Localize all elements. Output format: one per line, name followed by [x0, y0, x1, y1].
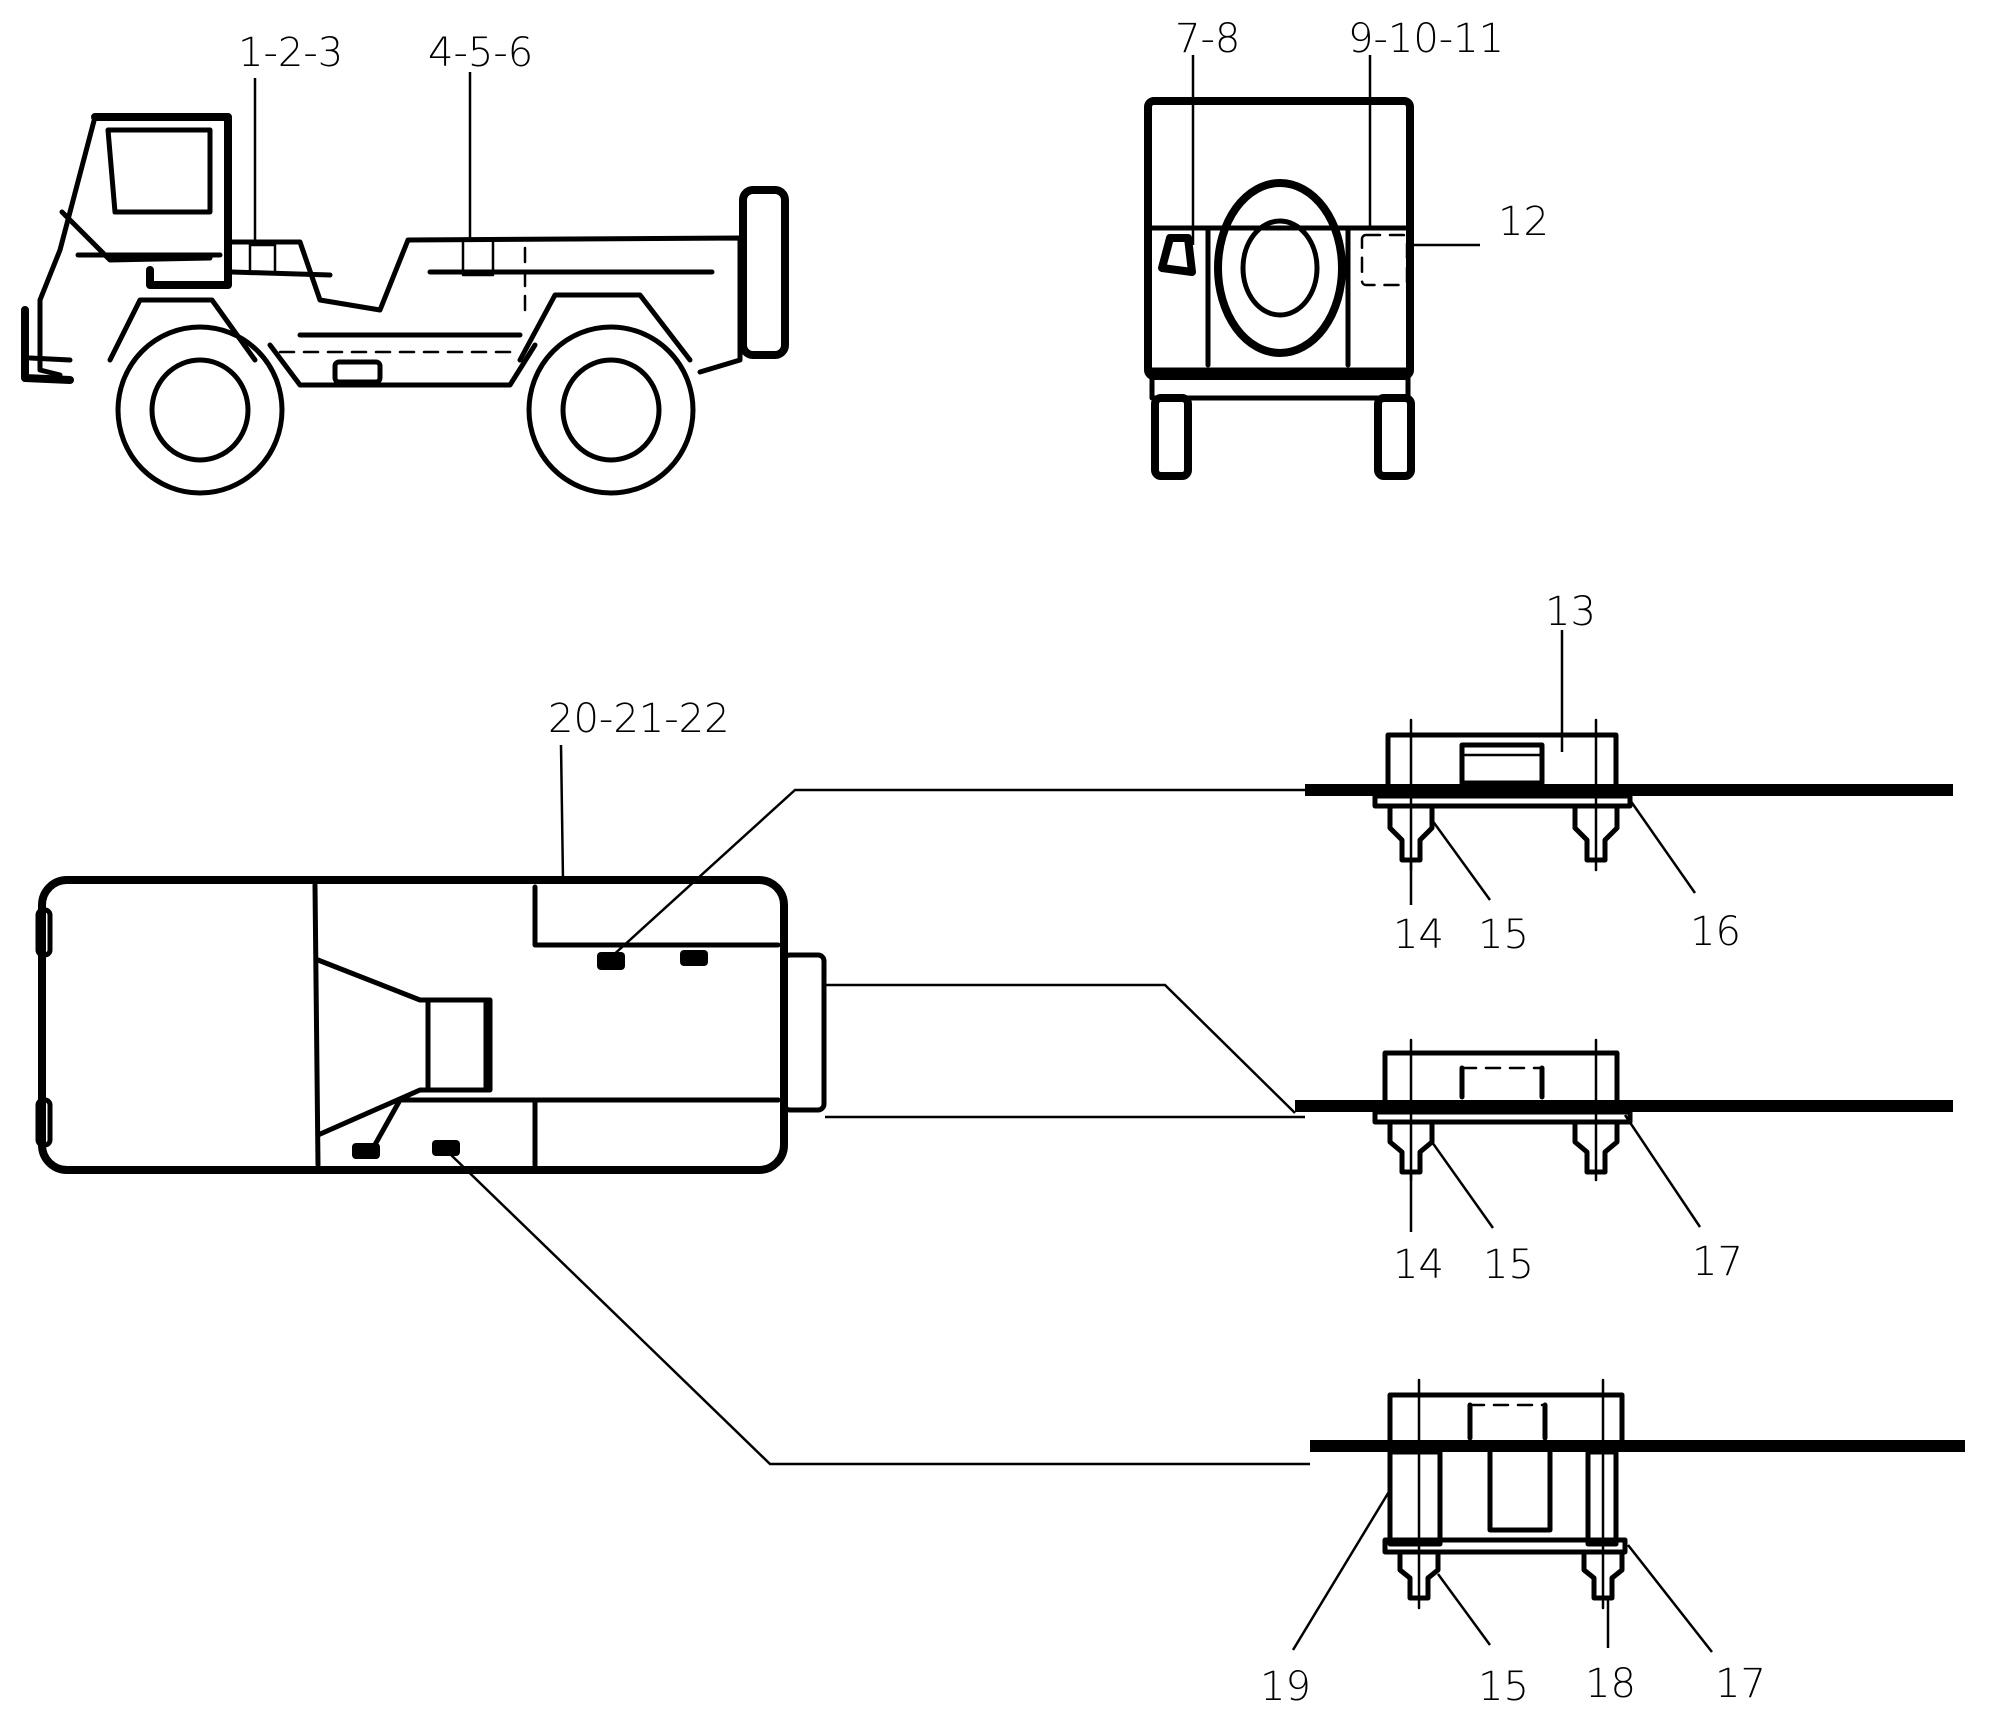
- callout-b-17: 17: [1692, 1239, 1743, 1285]
- callout-1-2-3: 1-2-3: [238, 30, 343, 76]
- spare-wheel-rear: [1214, 179, 1346, 357]
- leader-a-15: [1430, 819, 1492, 901]
- callout-b-15: 15: [1483, 1242, 1534, 1288]
- rear-left-tire: [1151, 394, 1192, 480]
- callout-c-17: 17: [1715, 1661, 1766, 1707]
- callout-a-14: 14: [1393, 912, 1444, 958]
- side-view-vehicle: [21, 113, 789, 496]
- rear-wheel: [526, 324, 696, 496]
- callout-c-18: 18: [1585, 1661, 1636, 1707]
- tail-lamp: [1158, 234, 1196, 276]
- callout-7-8: 7-8: [1175, 16, 1240, 62]
- connector-detail-c: [447, 1151, 1310, 1466]
- callout-a-16: 16: [1690, 909, 1741, 955]
- callout-12: 12: [1498, 199, 1549, 245]
- detail-b-mount: [1295, 1038, 1953, 1182]
- leader-c-17: [1627, 1544, 1713, 1653]
- leader-b-15: [1430, 1141, 1495, 1229]
- callout-20-21-22: 20-21-22: [548, 696, 730, 742]
- license-plate-lamp: [1360, 233, 1409, 287]
- detail-a-mount: [1305, 718, 1953, 872]
- leader-b-17: [1623, 1114, 1702, 1228]
- rear-right-tire: [1374, 394, 1415, 480]
- detail-c-mount: [1310, 1378, 1965, 1610]
- rear-view-vehicle: [1144, 97, 1415, 480]
- callout-b-14: 14: [1393, 1242, 1444, 1288]
- front-wheel: [115, 324, 285, 496]
- callout-c-19: 19: [1260, 1664, 1311, 1710]
- connector-detail-b: [825, 983, 1296, 1114]
- leader-c-15: [1436, 1573, 1492, 1646]
- spare-wheel-top: [781, 952, 827, 1113]
- top-view-vehicle: [35, 876, 827, 1174]
- leader-20-21-22: [559, 744, 565, 881]
- callout-9-10-11: 9-10-11: [1348, 16, 1504, 62]
- leader-a-16: [1628, 799, 1697, 894]
- callout-a-15: 15: [1478, 912, 1529, 958]
- leader-c-19: [1291, 1489, 1392, 1651]
- callout-a-13: 13: [1545, 589, 1596, 635]
- connector-detail-a: [609, 788, 1305, 959]
- callout-c-15: 15: [1478, 1664, 1529, 1710]
- callout-4-5-6: 4-5-6: [428, 30, 533, 76]
